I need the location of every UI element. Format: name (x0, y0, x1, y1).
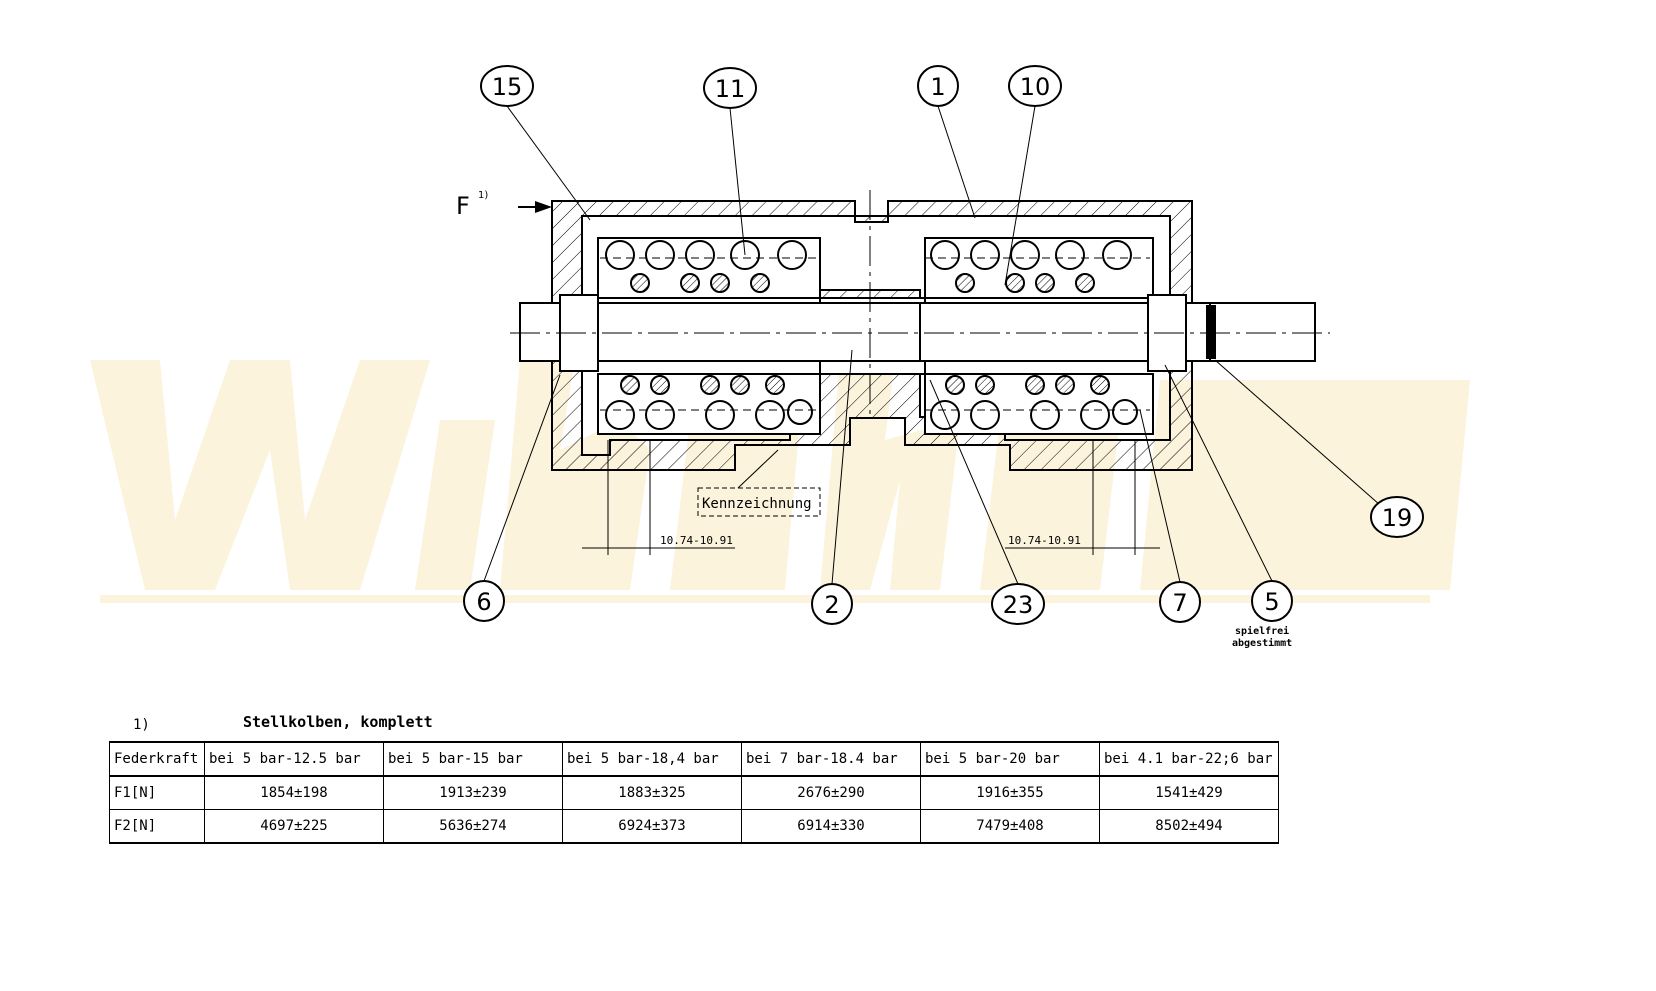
balloon-number: 2 (824, 591, 839, 619)
balloon-number: 5 (1264, 588, 1279, 616)
table-cell: 1854±198 (204, 775, 384, 810)
table-cell: 5636±274 (383, 809, 563, 844)
table-row: F1[N] 1854±198 1913±239 1883±325 2676±29… (109, 775, 1279, 810)
table-cell: 1541±429 (1099, 775, 1279, 810)
row-label: F2[N] (109, 809, 205, 844)
header-cell: bei 7 bar-18.4 bar (741, 741, 921, 777)
table-cell: 7479±408 (920, 809, 1100, 844)
header-cell: bei 5 bar-18,4 bar (562, 741, 742, 777)
table-cell: 1883±325 (562, 775, 742, 810)
table-cell: 6914±330 (741, 809, 921, 844)
table-cell: 1913±239 (383, 775, 563, 810)
balloon-7: 7 (1159, 581, 1201, 623)
balloon-number: 15 (492, 73, 523, 101)
marking-label: Kennzeichnung (702, 496, 812, 512)
table-footnote: 1) (133, 717, 150, 733)
balloon-number: 23 (1003, 591, 1034, 619)
table-cell: 2676±290 (741, 775, 921, 810)
balloon-10: 10 (1008, 65, 1062, 107)
header-cell: Federkraft (109, 741, 205, 777)
dimension-left: 10.74-10.91 (660, 534, 733, 547)
balloon-5: 5 (1251, 580, 1293, 622)
header-cell: bei 5 bar-20 bar (920, 741, 1100, 777)
spring-force-table: Federkraft bei 5 bar-12.5 bar bei 5 bar-… (109, 741, 1279, 844)
balloon-number: 7 (1172, 589, 1187, 617)
balloon-6: 6 (463, 580, 505, 622)
balloon-number: 1 (930, 73, 945, 101)
balloon-number: 10 (1020, 73, 1051, 101)
table-row: F2[N] 4697±225 5636±274 6924±373 6914±33… (109, 809, 1279, 844)
balloon-number: 6 (476, 588, 491, 616)
balloon-19: 19 (1370, 496, 1424, 538)
balloon-11: 11 (703, 67, 757, 109)
header-cell: bei 5 bar-15 bar (383, 741, 563, 777)
balloon-23: 23 (991, 583, 1045, 625)
dimension-right: 10.74-10.91 (1008, 534, 1081, 547)
table-cell: 1916±355 (920, 775, 1100, 810)
balloon-2: 2 (811, 583, 853, 625)
table-header-row: Federkraft bei 5 bar-12.5 bar bei 5 bar-… (109, 741, 1279, 777)
header-cell: bei 4.1 bar-22;6 bar (1099, 741, 1279, 777)
adjustment-note-line2: abgestimmt (1232, 638, 1293, 649)
adjustment-note: spielfrei abgestimmt (1232, 626, 1292, 650)
header-cell: bei 5 bar-12.5 bar (204, 741, 384, 777)
balloon-15: 15 (480, 65, 534, 107)
table-title: Stellkolben, komplett (243, 713, 433, 731)
force-arrow: F 1) (456, 190, 552, 220)
force-label: F (456, 192, 470, 220)
table-cell: 6924±373 (562, 809, 742, 844)
row-label: F1[N] (109, 775, 205, 810)
dimensions (582, 440, 1160, 555)
balloon-number: 11 (715, 75, 746, 103)
table-cell: 4697±225 (204, 809, 384, 844)
table-cell: 8502±494 (1099, 809, 1279, 844)
force-footnote: 1) (478, 190, 488, 201)
balloon-number: 19 (1382, 504, 1413, 532)
springs (605, 240, 1138, 430)
balloon-1: 1 (917, 65, 959, 107)
adjustment-note-line1: spielfrei (1235, 626, 1290, 637)
